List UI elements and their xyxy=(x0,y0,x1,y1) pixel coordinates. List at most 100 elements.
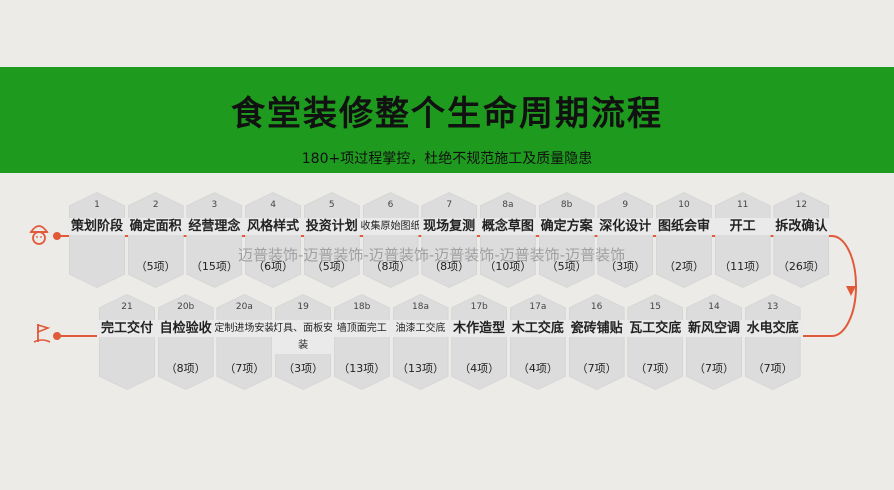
process-step: 17b 木作造型 （4项） xyxy=(449,294,510,390)
step-hexagon-inner xyxy=(217,295,272,389)
step-hexagon-inner xyxy=(657,193,711,287)
worker-helmet-icon xyxy=(29,225,49,245)
step-number: 9 xyxy=(622,200,629,210)
step-hexagon-inner xyxy=(480,193,535,287)
step-hexagon-inner xyxy=(745,295,800,389)
step-number: 15 xyxy=(649,302,662,312)
step-count: （4项） xyxy=(459,362,500,375)
step-name: 灯具、面板安装 xyxy=(273,320,334,354)
step-count: （8项） xyxy=(370,260,411,273)
step-hexagon-inner xyxy=(715,193,770,287)
step-number: 18b xyxy=(353,302,371,312)
step-hexagon-inner xyxy=(100,295,154,389)
process-step: 15 瓦工交底 （7项） xyxy=(625,294,686,390)
step-count: （2项） xyxy=(664,260,704,273)
step-name: 经营理念 xyxy=(184,218,245,235)
page-title: 食堂装修整个生命周期流程 xyxy=(231,94,663,134)
step-number: 17b xyxy=(470,302,488,312)
step-number: 21 xyxy=(121,302,133,312)
step-count: （6项） xyxy=(253,260,294,273)
step-number: 5 xyxy=(328,200,335,210)
step-count: （11项） xyxy=(719,260,767,273)
page-subtitle: 180+项过程掌控，杜绝不规范施工及质量隐患 xyxy=(301,151,593,167)
step-hexagon-inner xyxy=(569,295,624,389)
flow-arrow xyxy=(846,286,856,296)
step-number: 17a xyxy=(529,302,547,312)
process-step: 4 风格样式 （6项） xyxy=(243,192,304,288)
step-name: 自检验收 xyxy=(155,320,216,337)
step-number: 20a xyxy=(235,302,253,312)
step-name: 策划阶段 xyxy=(67,218,127,235)
step-count: （10项） xyxy=(484,260,532,273)
step-name: 定制进场安装 xyxy=(214,320,275,337)
process-step: 10 图纸会审 （2项） xyxy=(654,192,714,288)
step-count: （13项） xyxy=(338,362,386,375)
step-name: 瓦工交底 xyxy=(625,320,686,337)
step-hexagon-inner xyxy=(393,295,448,389)
step-name: 收集原始图纸 xyxy=(360,218,421,235)
step-count: （8项） xyxy=(429,260,470,273)
step-name: 完工交付 xyxy=(97,320,157,337)
process-step: 20a 定制进场安装 （7项） xyxy=(214,294,275,390)
process-step: 5 投资计划 （5项） xyxy=(301,192,362,288)
step-count: （7项） xyxy=(635,362,676,375)
step-name: 确定面积 xyxy=(125,218,186,235)
step-name: 概念草图 xyxy=(477,218,538,235)
step-name: 投资计划 xyxy=(301,218,362,235)
step-count: （13项） xyxy=(397,362,444,375)
step-name: 木工交底 xyxy=(507,320,568,337)
step-name: 确定方案 xyxy=(536,218,597,235)
step-hexagon-inner xyxy=(510,295,565,389)
step-hexagon-inner xyxy=(422,193,477,287)
process-step: 3 经营理念 （15项） xyxy=(184,192,245,288)
step-name: 图纸会审 xyxy=(654,218,714,235)
step-number: 11 xyxy=(736,200,749,210)
step-hexagon-inner xyxy=(128,193,183,287)
step-count: （7项） xyxy=(224,362,265,375)
finish-flag-icon xyxy=(33,323,51,343)
step-name: 新风空调 xyxy=(684,320,744,337)
step-count: （26项） xyxy=(777,260,825,273)
title-banner xyxy=(0,67,894,173)
step-count: （7项） xyxy=(576,362,617,375)
step-count: （8项） xyxy=(165,362,206,375)
step-name: 木作造型 xyxy=(449,320,510,337)
process-step: 21 完工交付 xyxy=(97,294,157,390)
step-count: （7项） xyxy=(752,362,793,375)
step-count: （15项） xyxy=(190,260,238,273)
step-hexagon-inner xyxy=(246,193,301,287)
step-number: 10 xyxy=(678,200,690,210)
step-hexagon-inner xyxy=(363,193,418,287)
step-hexagon-inner xyxy=(304,193,359,287)
step-number: 4 xyxy=(270,200,276,210)
step-count: （3项） xyxy=(605,260,646,273)
step-hexagon-inner xyxy=(598,193,653,287)
step-number: 8a xyxy=(502,200,514,210)
step-hexagon-inner xyxy=(334,295,389,389)
step-number: 16 xyxy=(590,302,603,312)
step-number: 8b xyxy=(560,200,573,210)
step-count: （5项） xyxy=(311,260,352,273)
step-number: 19 xyxy=(297,302,309,312)
flow-start-dot xyxy=(53,232,61,240)
step-hexagon-inner xyxy=(687,295,741,389)
step-name: 风格样式 xyxy=(243,218,304,235)
step-name: 水电交底 xyxy=(742,320,803,337)
step-number: 3 xyxy=(211,200,218,210)
step-name: 现场复测 xyxy=(419,218,480,235)
step-name: 油漆工交底 xyxy=(390,320,451,337)
step-number: 1 xyxy=(94,200,100,210)
step-hexagon-inner xyxy=(774,193,829,287)
step-number: 12 xyxy=(795,200,808,210)
